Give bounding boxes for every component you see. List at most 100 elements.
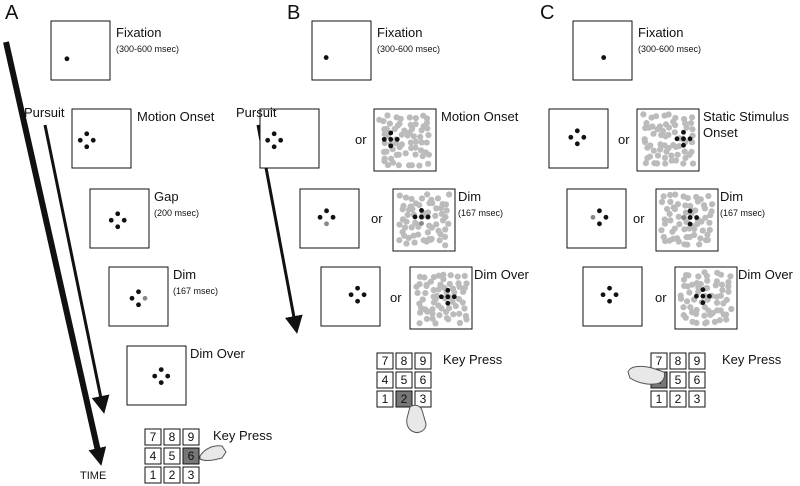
noise-dot <box>696 241 703 248</box>
noise-dot <box>424 308 431 315</box>
key-label-7: 7 <box>656 354 663 368</box>
noise-dot <box>425 160 432 167</box>
time-label: TIME <box>80 470 107 482</box>
noise-dot <box>424 229 431 236</box>
target-dot <box>90 137 96 143</box>
noise-dot <box>446 280 453 288</box>
noise-dot <box>695 273 702 280</box>
a-motion-onset-label: Motion Onset <box>137 109 215 124</box>
noise-dot <box>682 314 689 321</box>
target-dot <box>425 214 431 220</box>
noise-dot <box>657 146 664 153</box>
a-fixation-box <box>50 20 111 81</box>
a-key-press-label: Key Press <box>213 428 273 443</box>
c-fixation-duration: (300-600 msec) <box>638 44 702 54</box>
b-fixation-duration: (300-600 msec) <box>377 44 441 54</box>
noise-dot <box>725 279 732 286</box>
key-2 <box>163 466 181 484</box>
noise-dot <box>409 206 416 213</box>
noise-dot <box>406 114 413 121</box>
target-dot <box>355 285 360 291</box>
noise-dot <box>682 209 690 216</box>
noise-dot <box>666 237 673 244</box>
noise-dot <box>418 195 426 202</box>
noise-dot <box>423 139 430 146</box>
target-dot <box>361 292 367 298</box>
noise-dot <box>432 295 439 303</box>
noise-dot <box>711 318 719 325</box>
target-dot <box>603 214 609 220</box>
noise-dot <box>452 303 459 310</box>
noise-dot <box>671 225 678 232</box>
b-motion-onset-label: Motion Onset <box>441 109 519 124</box>
target-dot <box>121 217 127 223</box>
noise-dot <box>418 139 425 146</box>
dimmed-dot <box>419 221 424 226</box>
noise-dot <box>675 238 682 245</box>
noise-dot <box>694 198 702 205</box>
noise-dot <box>413 283 420 290</box>
noise-dot <box>384 162 392 169</box>
noise-dot <box>666 210 673 217</box>
noise-dot <box>456 283 463 290</box>
noise-dot <box>439 217 447 224</box>
noise-dot <box>396 192 403 199</box>
noise-dot <box>430 287 437 294</box>
stimulus-frame <box>582 266 643 327</box>
noise-dot <box>668 152 675 159</box>
key-label-8: 8 <box>401 354 408 368</box>
stimulus-frame <box>566 188 627 249</box>
target-dot <box>574 128 580 134</box>
c-pressing-finger-icon <box>627 365 665 385</box>
noise-dot <box>434 195 442 202</box>
key-label-5: 5 <box>169 449 176 463</box>
noise-dot <box>697 235 704 242</box>
noise-dot <box>435 286 442 293</box>
target-dot <box>394 136 400 142</box>
noise-dot <box>441 233 449 240</box>
c-dim-over-plain-box <box>582 266 643 327</box>
noise-dot <box>717 292 725 299</box>
target-dot <box>278 137 284 143</box>
target-dot <box>84 144 90 150</box>
target-dot <box>694 215 699 220</box>
target-dot <box>129 295 135 301</box>
noise-dot <box>419 153 426 160</box>
noise-dot <box>418 127 425 134</box>
c-fixation-box <box>572 20 633 81</box>
target-dot <box>152 373 158 379</box>
key-label-9: 9 <box>188 430 195 444</box>
noise-dot <box>415 231 422 238</box>
c-or-1: or <box>618 132 630 147</box>
target-dot <box>265 137 271 143</box>
noise-dot <box>701 205 709 212</box>
noise-dot <box>725 288 732 295</box>
noise-dot <box>401 224 409 231</box>
key-3 <box>688 390 706 408</box>
key-label-3: 3 <box>694 392 701 406</box>
noise-dot <box>653 113 660 120</box>
key-label-5: 5 <box>675 373 682 387</box>
c-key-press-label: Key Press <box>722 352 782 367</box>
noise-dot <box>650 147 657 154</box>
noise-dot <box>408 195 415 202</box>
a-gap-duration: (200 msec) <box>154 208 200 218</box>
noise-dot <box>416 162 423 169</box>
noise-dot <box>676 221 683 228</box>
b-dim-plain-box <box>299 188 360 249</box>
noise-dot <box>722 311 730 318</box>
noise-dot <box>438 305 445 312</box>
c-fixation-label: Fixation <box>638 25 684 40</box>
noise-dot <box>704 277 711 284</box>
b-dim-over-noise-box <box>409 266 473 330</box>
c-dim-duration: (167 msec) <box>720 208 766 218</box>
target-dot <box>136 302 141 308</box>
noise-dot <box>695 284 702 291</box>
noise-dot <box>417 309 424 316</box>
target-dot <box>271 131 277 137</box>
b-or-2: or <box>371 211 383 226</box>
noise-dot <box>408 224 415 231</box>
noise-dot <box>654 160 661 167</box>
noise-dot <box>712 282 719 289</box>
